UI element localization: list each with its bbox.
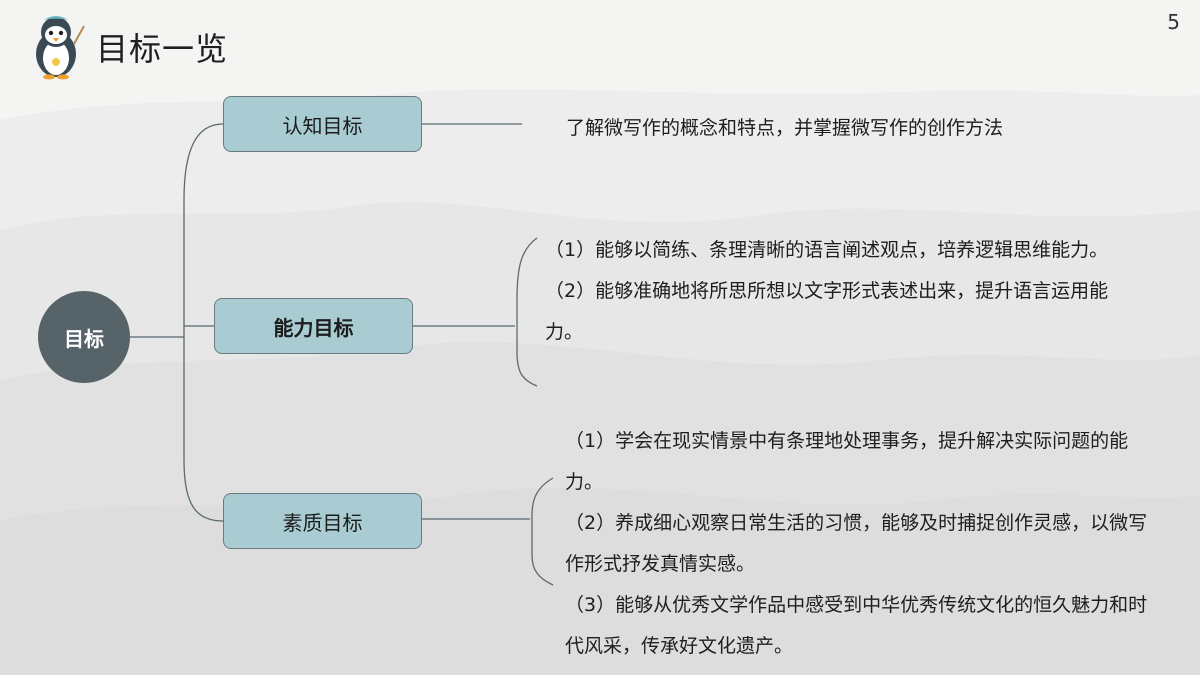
- ability-goal-list: （1）能够以简练、条理清晰的语言阐述观点，培养逻辑思维能力。 （2）能够准确地将…: [545, 230, 1125, 353]
- cognitive-goal-text: 了解微写作的概念和特点，并掌握微写作的创作方法: [566, 117, 1004, 139]
- quality-goal-list: （1）学会在现实情景中有条理地处理事务，提升解决实际问题的能力。 （2）养成细心…: [565, 421, 1155, 667]
- list-item: （1）学会在现实情景中有条理地处理事务，提升解决实际问题的能力。: [565, 430, 1129, 493]
- page-number: 5: [1167, 10, 1180, 34]
- root-node: 目标: [38, 291, 130, 383]
- branch-3-brace: [531, 477, 554, 586]
- header: 目标一览: [28, 12, 228, 82]
- penguin-mascot-icon: [36, 16, 85, 80]
- list-item: （2）养成细心观察日常生活的习惯，能够及时捕捉创作灵感，以微写作形式抒发真情实感…: [565, 512, 1148, 575]
- branch-node-quality: 素质目标: [223, 493, 422, 549]
- list-item: （1）能够以简练、条理清晰的语言阐述观点，培养逻辑思维能力。: [545, 239, 1109, 261]
- page-title: 目标一览: [96, 30, 229, 68]
- branch-node-ability: 能力目标: [214, 298, 413, 354]
- list-item: （2）能够准确地将所思所想以文字形式表述出来，提升语言运用能力。: [545, 280, 1109, 343]
- branch-2-brace: [516, 237, 538, 387]
- main-brace: [183, 123, 224, 522]
- branch-node-cognitive: 认知目标: [223, 96, 422, 152]
- list-item: （3）能够从优秀文学作品中感受到中华优秀传统文化的恒久魅力和时代风采，传承好文化…: [565, 594, 1148, 657]
